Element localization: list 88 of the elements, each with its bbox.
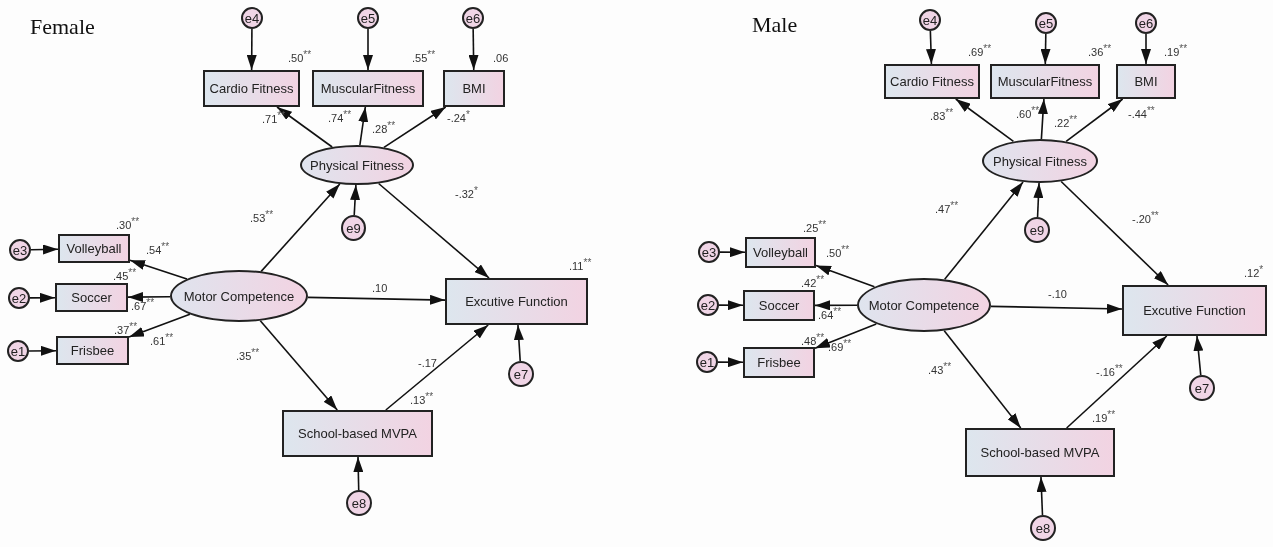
arrow (363, 28, 373, 71)
arrow (513, 324, 524, 362)
arrow (350, 184, 361, 216)
panel-title: Female (30, 14, 95, 40)
error-term-label: e7 (1194, 380, 1210, 396)
error-term-circle (341, 215, 366, 241)
path-coefficient: -.10 (1048, 288, 1067, 300)
variable-label: School-based MVPA (980, 445, 1100, 460)
arrow (943, 181, 1024, 281)
variable-label: Motor Competence (868, 297, 980, 313)
error-term-label: e9 (1029, 222, 1045, 238)
variable-label: Physical Fitness (310, 157, 404, 173)
arrow (1037, 98, 1048, 140)
error-term-label: e8 (1035, 520, 1051, 536)
arrow (1033, 182, 1044, 218)
variable-label: Motor Competence (183, 288, 295, 304)
arrow (814, 300, 858, 311)
variable-label: MuscularFitness (997, 74, 1093, 89)
arrow (377, 182, 490, 279)
error-term-circle (508, 361, 534, 387)
latent-variable-ellipse (170, 270, 308, 322)
variable-label: Excutive Function (1143, 303, 1246, 318)
error-term-label: e8 (351, 495, 367, 511)
arrow (1060, 180, 1169, 286)
error-term-circle (1189, 375, 1215, 401)
arrow (717, 357, 744, 368)
error-term-label: e2 (11, 290, 27, 306)
variable-label: Excutive Function (465, 294, 568, 309)
r-squared-value: .06 (493, 52, 509, 64)
error-term-label: e4 (922, 12, 938, 28)
error-term-circle (346, 490, 372, 516)
arrow (128, 313, 191, 338)
path-coefficient: .10 (372, 282, 388, 294)
arrow (815, 264, 876, 288)
arrow (385, 324, 489, 411)
error-term-label: e7 (513, 366, 529, 382)
variable-label: Soccer (71, 290, 112, 305)
arrow (259, 319, 339, 411)
arrow (260, 183, 341, 273)
error-term-label: e6 (465, 10, 481, 26)
variable-label: Soccer (758, 298, 800, 313)
arrow (358, 106, 369, 146)
arrow (1040, 33, 1051, 65)
error-term-label: e1 (10, 343, 26, 359)
variable-label: BMI (462, 81, 486, 96)
arrow (129, 259, 188, 280)
error-term-label: e6 (1138, 15, 1154, 31)
arrow (307, 294, 446, 305)
arrow (925, 30, 936, 65)
error-term-circle (1030, 515, 1056, 541)
arrow (468, 28, 479, 71)
arrow (127, 292, 171, 302)
arrow (990, 303, 1123, 314)
path-coefficient: -.17 (418, 357, 437, 369)
panel-title: Male (752, 12, 798, 38)
variable-label: BMI (1134, 74, 1158, 89)
arrow (718, 300, 744, 311)
arrow (276, 106, 333, 148)
error-term-label: e1 (699, 354, 715, 370)
arrow (1141, 33, 1151, 65)
arrow (719, 247, 746, 258)
error-term-label: e5 (1038, 15, 1054, 31)
error-term-label: e3 (12, 242, 28, 258)
variable-label: Volleyball (753, 245, 808, 260)
variable-label: Cardio Fitness (890, 74, 974, 89)
arrow (1036, 476, 1047, 516)
variable-label: Frisbee (70, 343, 115, 358)
arrow (1065, 335, 1168, 429)
arrow (28, 345, 57, 356)
arrow (30, 244, 59, 255)
variable-label: Cardio Fitness (209, 81, 294, 96)
arrow (246, 28, 257, 71)
arrow (29, 292, 56, 303)
error-term-label: e3 (701, 244, 717, 260)
error-term-label: e2 (700, 297, 716, 313)
arrow (943, 329, 1022, 429)
variable-label: Frisbee (757, 355, 801, 370)
arrow (814, 323, 878, 350)
variable-label: School-based MVPA (298, 426, 417, 441)
variable-label: Physical Fitness (993, 153, 1087, 169)
error-term-label: e4 (244, 10, 260, 26)
error-term-label: e9 (346, 220, 361, 236)
variable-label: MuscularFitness (320, 81, 416, 96)
arrow (353, 456, 364, 491)
error-term-label: e5 (360, 10, 376, 26)
error-term-circle (1024, 217, 1050, 243)
variable-label: Volleyball (66, 241, 122, 256)
arrow (1193, 335, 1204, 376)
